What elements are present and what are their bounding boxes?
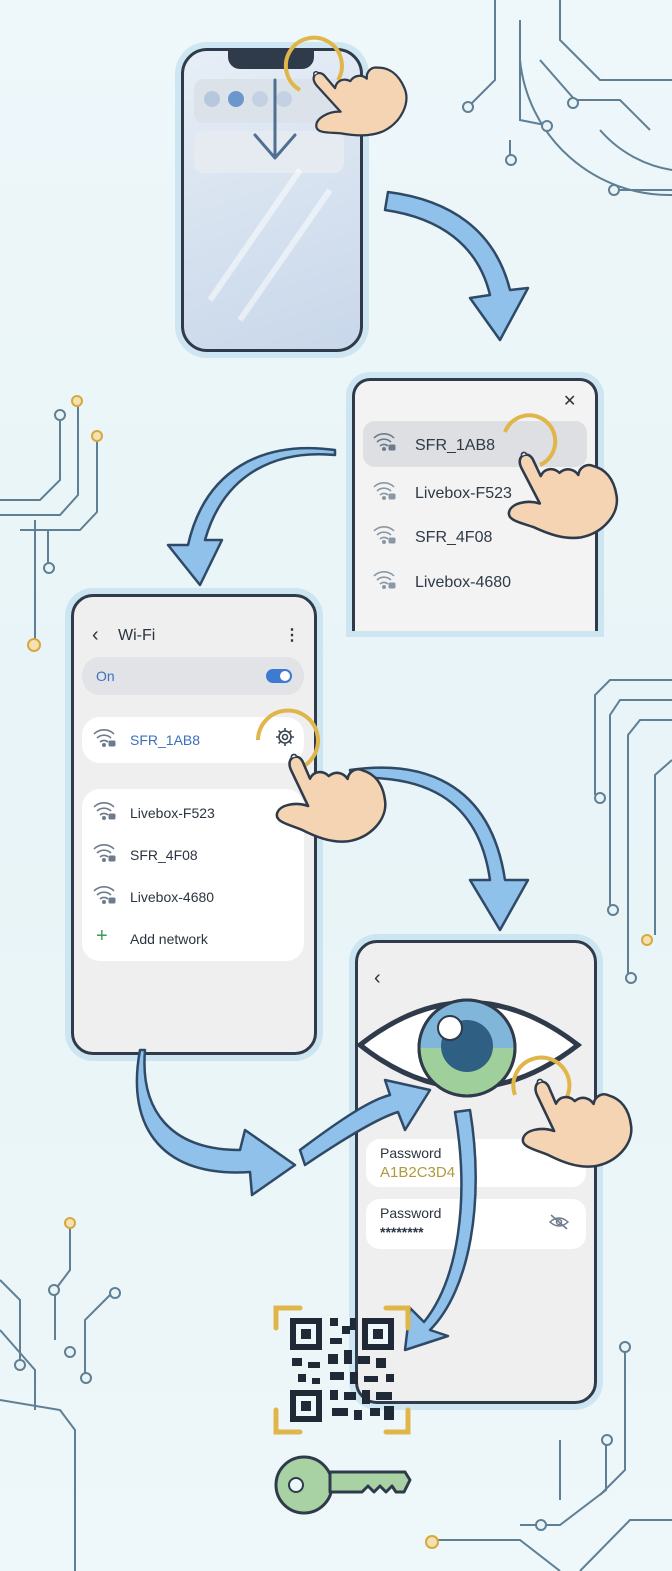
wifi-toggle[interactable] — [266, 669, 292, 683]
password-value: A1B2C3D4 — [380, 1164, 456, 1181]
password-value-hidden: ******** — [380, 1224, 424, 1240]
quick-toggle-dot — [252, 91, 268, 107]
add-network-label[interactable]: Add network — [130, 931, 208, 947]
close-icon[interactable]: ✕ — [563, 393, 577, 410]
network-name[interactable]: SFR_4F08 — [415, 529, 493, 546]
wifi-on-row[interactable]: On — [82, 657, 304, 695]
back-arrow-icon[interactable]: ‹ — [92, 624, 99, 646]
more-options-icon[interactable]: ⋮ — [284, 627, 300, 644]
wifi-settings-screen: ‹ Wi-Fi ⋮ On SFR_1AB8 Livebox-F523 SFR_4… — [71, 594, 317, 1055]
phone-notch — [228, 51, 314, 69]
quick-toggle-dot — [276, 91, 292, 107]
network-name: SFR_1AB8 — [415, 437, 496, 454]
available-networks-list: Livebox-F523 SFR_4F08 Livebox-4680 + Add… — [82, 789, 304, 961]
network-list-panel: ✕ SFR_1AB8 Livebox-F523 SFR_4F08 Livebox… — [352, 378, 598, 631]
network-name[interactable]: Livebox-4680 — [130, 889, 215, 905]
network-name[interactable]: SFR_4F08 — [130, 847, 198, 863]
password-label: Password — [380, 1145, 442, 1161]
notification-panel — [194, 131, 344, 173]
connected-network-row[interactable]: SFR_1AB8 — [82, 717, 304, 763]
connected-network-name: SFR_1AB8 — [130, 732, 201, 748]
password-label: Password — [380, 1205, 442, 1221]
password-hidden-row: Password ******** — [366, 1199, 586, 1249]
wifi-on-label: On — [96, 668, 115, 684]
phone-home-screen — [181, 48, 363, 352]
password-screen: ‹ Password A1B2C3D4 Password ******** — [355, 940, 597, 1404]
password-visible-row: Password A1B2C3D4 — [366, 1139, 586, 1187]
network-name[interactable]: Livebox-F523 — [130, 805, 215, 821]
quick-toggle-dot — [228, 91, 244, 107]
page-title: Wi-Fi — [118, 627, 156, 644]
add-network-icon[interactable]: + — [96, 925, 108, 947]
network-name[interactable]: Livebox-4680 — [415, 574, 512, 591]
back-arrow-icon[interactable]: ‹ — [374, 967, 381, 989]
quick-toggle-dot — [204, 91, 220, 107]
network-name[interactable]: Livebox-F523 — [415, 485, 512, 502]
